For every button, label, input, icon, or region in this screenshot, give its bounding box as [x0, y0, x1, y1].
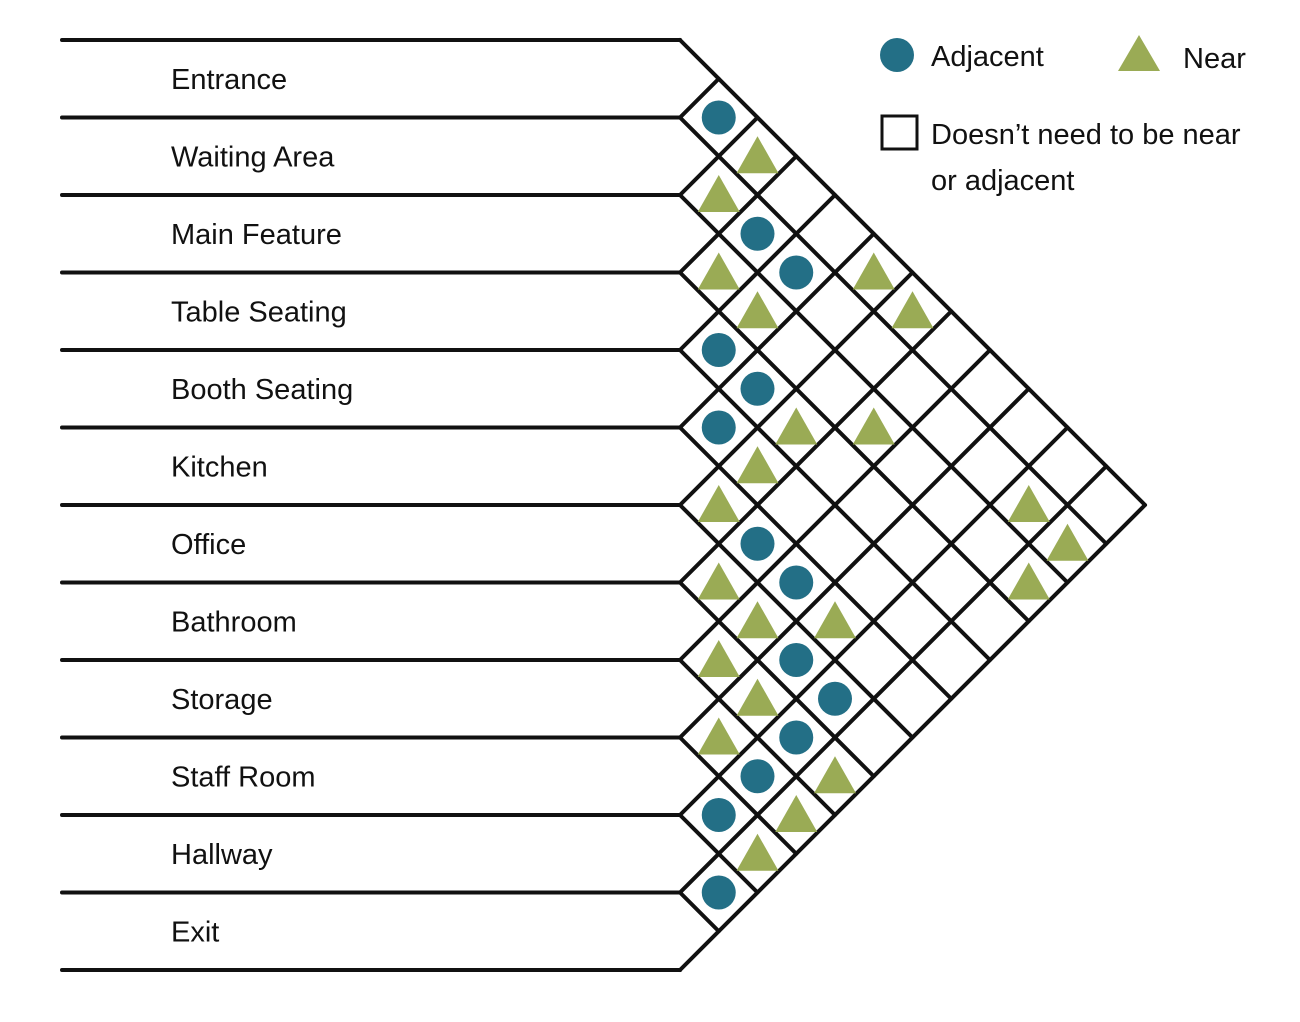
near-mark [1007, 485, 1050, 522]
grid-diagonal-down [678, 115, 1109, 546]
room-label: Main Feature [171, 219, 342, 251]
room-label: Office [171, 529, 246, 561]
grid-diagonal-down [678, 580, 876, 779]
grid-diagonal-down [678, 425, 954, 701]
adjacent-mark [779, 643, 814, 677]
near-mark [1007, 562, 1050, 600]
adjacent-mark [701, 410, 736, 445]
grid-diagonal-up [678, 76, 721, 120]
room-label: Storage [171, 684, 273, 716]
grid-diagonal-up [678, 154, 799, 275]
legend: Adjacent Near Doesn’t need to be near or… [880, 35, 1246, 197]
grid-diagonal-up [678, 348, 992, 662]
near-mark [736, 601, 779, 639]
adjacent-mark [701, 875, 736, 910]
near-mark [852, 407, 895, 445]
grid-diagonal-down [678, 890, 721, 934]
grid-diagonal-up [678, 231, 876, 430]
near-mark [697, 252, 740, 290]
near-mark [1046, 523, 1089, 561]
near-mark [775, 795, 818, 832]
near-mark [736, 136, 779, 174]
room-label: Booth Seating [171, 374, 353, 406]
adjacent-mark [701, 333, 736, 367]
near-mark [697, 175, 740, 212]
near-mark [697, 717, 740, 755]
near-mark [814, 601, 856, 639]
room-label: Waiting Area [171, 141, 335, 173]
relationship-marks [697, 100, 1089, 910]
legend-near-label: Near [1183, 43, 1246, 75]
grid-diagonal-down [678, 270, 1031, 624]
adjacent-mark [701, 100, 736, 135]
adjacent-mark [779, 720, 814, 755]
grid-diagonal-up [678, 193, 837, 352]
grid-diagonal-up [678, 425, 1070, 817]
legend-none-label-line2: or adjacent [931, 165, 1075, 197]
near-mark [736, 291, 779, 329]
grid-diagonal-up [678, 503, 1147, 972]
room-label: Entrance [171, 64, 287, 96]
room-label: Bathroom [171, 606, 297, 638]
near-mark [697, 640, 740, 677]
legend-adjacent-label: Adjacent [931, 41, 1044, 73]
near-mark [775, 407, 818, 445]
grid-diagonal-up [678, 386, 1031, 740]
adjacent-mark [740, 759, 775, 794]
adjacent-mark [740, 371, 775, 406]
adjacent-mark [779, 255, 814, 290]
adjacent-mark [779, 565, 814, 600]
grid-diagonal-up [678, 270, 915, 507]
legend-near-icon [1118, 35, 1160, 71]
room-label: Kitchen [171, 451, 268, 483]
legend-none-label-line1: Doesn’t need to be near [931, 119, 1241, 151]
grid-diagonal-up [678, 464, 1109, 895]
grid-diagonal-down [678, 735, 799, 856]
grid-diagonal-up [678, 309, 954, 585]
adjacent-mark [740, 526, 775, 561]
room-label: Staff Room [171, 761, 316, 793]
relationship-grid [678, 38, 1147, 972]
near-mark [814, 756, 856, 794]
room-label: Table Seating [171, 296, 347, 328]
adjacent-mark [818, 681, 852, 716]
near-mark [736, 446, 779, 484]
near-mark [736, 678, 779, 716]
near-mark [736, 833, 779, 871]
adjacent-mark [701, 798, 736, 832]
adjacent-mark [740, 216, 775, 251]
room-label: Hallway [171, 839, 273, 871]
legend-adjacent-icon [880, 38, 914, 72]
near-mark [852, 252, 895, 290]
near-mark [697, 562, 740, 600]
near-mark [697, 485, 740, 522]
legend-none-icon [880, 114, 919, 151]
grid-diagonal-up [678, 115, 760, 197]
near-mark [891, 291, 934, 329]
room-label: Exit [171, 916, 219, 948]
